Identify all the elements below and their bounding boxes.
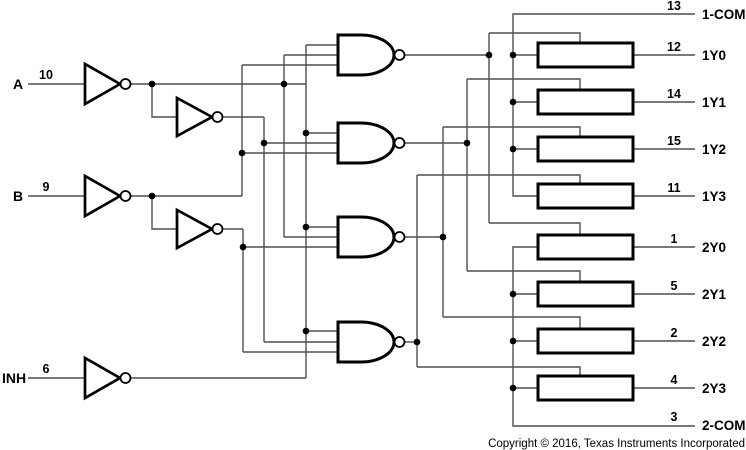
input-label-inh: INH [2,370,26,386]
output-pin-1com: 13 [667,0,681,13]
output-label-1y1: 1Y1 [702,95,727,110]
output-label-2y1: 2Y1 [702,287,727,302]
nand-gate-3 [336,215,406,259]
switch-1y2 [536,135,635,163]
wire-ctrl-2y3 [417,366,581,376]
switch-2y1 [536,280,635,308]
wire-a-to-inv2 [151,84,177,118]
output-label-2y2: 2Y2 [702,334,726,349]
nand-bubble-icon [393,336,406,348]
inverter-triangle [83,355,123,401]
wire-ctrl-1y1 [467,78,581,90]
input-labels: A 10 B 9 INH 6 [2,68,53,386]
output-pin-1y1: 14 [667,87,681,101]
inverter-b1 [83,173,132,219]
input-label-a: A [13,76,23,92]
wire-ctrl-2y0 [489,222,581,235]
output-pin-1y0: 12 [667,40,681,54]
wire-ctrl-1y2 [443,126,581,137]
output-label-1y0: 1Y0 [702,48,726,63]
output-pin-2y0: 1 [671,232,678,246]
wire-ctrl-1y0 [489,32,581,43]
output-pin-2y1: 5 [671,279,678,293]
inverter-bubble-icon [211,223,224,235]
nand-body [336,320,396,364]
output-label-1y2: 1Y2 [702,142,726,157]
wire-ctrl-1y3 [417,174,581,184]
nand-body [336,121,396,165]
inverter-inh [83,355,132,401]
junction-dots [148,51,517,392]
output-label-1y3: 1Y3 [702,189,727,204]
nand-bubble-icon [393,49,406,61]
input-pin-inh: 6 [43,362,50,376]
analog-switches [536,41,635,402]
nand-bubble-icon [393,231,406,243]
input-pin-a: 10 [39,68,53,82]
switch-1y0 [536,41,635,69]
nand-body [336,215,396,259]
output-pin-2com: 3 [671,410,678,424]
output-label-2com: 2-COM [702,418,746,433]
inverter-a1 [83,61,132,107]
switch-1y1 [536,88,635,116]
inverter-bubble-icon [119,190,132,202]
wire-2com-bus [512,246,695,427]
switch-2y3 [536,374,635,402]
output-pin-1y3: 11 [667,181,680,195]
switch-2y0 [536,233,635,261]
output-label-2y0: 2Y0 [702,240,726,255]
inverter-triangle [83,61,123,107]
wire-ctrl-2y1 [467,270,581,282]
switch-2y2 [536,327,635,355]
output-pin-2y2: 2 [671,326,678,340]
wire-ctrl-2y2 [443,316,581,329]
input-label-b: B [13,188,23,204]
inverter-bubble-icon [119,78,132,90]
output-pin-1y2: 15 [667,134,681,148]
inverter-triangle [175,95,215,139]
output-labels: 13 1-COM 12 1Y0 14 1Y1 15 1Y2 11 1Y3 1 2… [667,0,745,433]
inverter-bubble-icon [211,111,224,123]
inverter-b2 [175,207,224,251]
output-label-2y3: 2Y3 [702,381,727,396]
inverter-triangle [83,173,123,219]
nand-gate-4 [336,320,406,364]
input-pin-b: 9 [43,180,50,194]
copyright-text: Copyright © 2016, Texas Instruments Inco… [488,438,745,450]
inverter-a2 [175,95,224,139]
nand-gate-2 [336,121,406,165]
switch-1y3 [536,182,635,210]
inverter-bubble-icon [119,372,132,384]
output-label-1com: 1-COM [702,7,746,22]
inverter-triangle [175,207,215,251]
nand-gate-1 [336,33,406,77]
nand-bubble-icon [393,137,406,149]
nand-body [336,33,396,77]
wire-b-to-inv2 [151,196,177,230]
output-pin-2y3: 4 [671,373,678,387]
